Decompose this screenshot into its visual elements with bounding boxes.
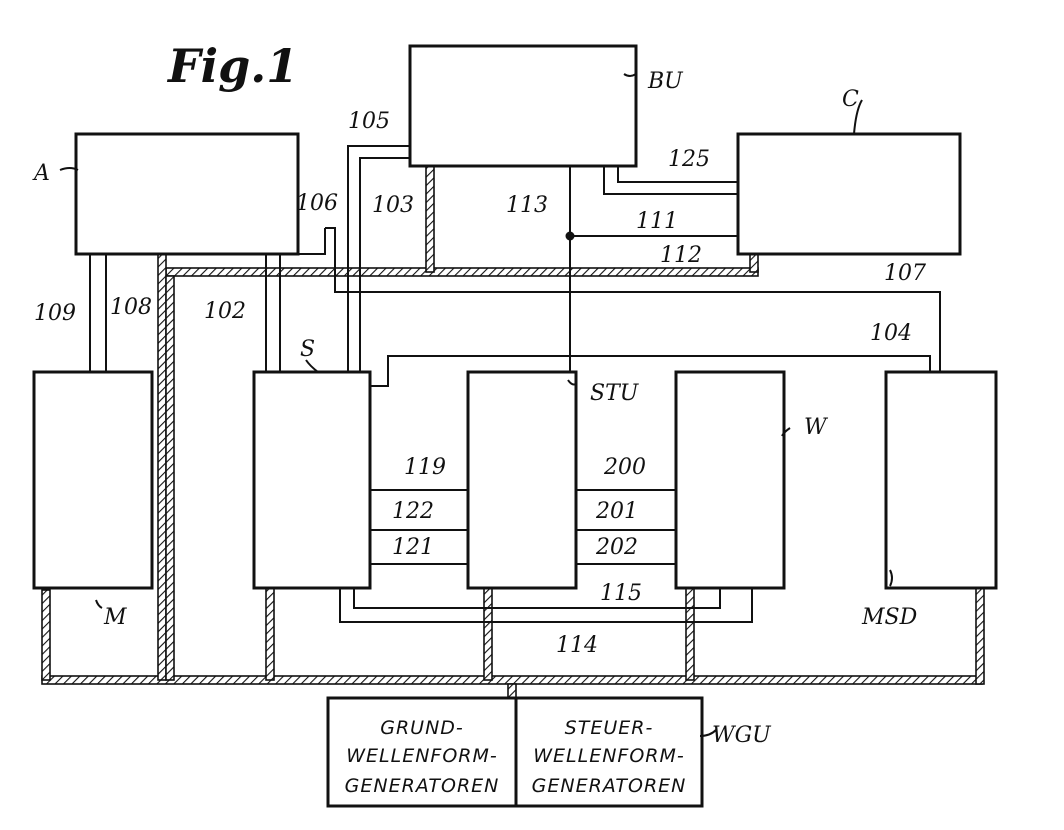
bus-w-drop — [685, 587, 695, 681]
block-c — [736, 132, 962, 256]
leader-ticks — [59, 73, 893, 737]
label-bu: BU — [647, 69, 684, 94]
label-m: M — [103, 605, 127, 630]
block-msd — [884, 370, 998, 590]
ref-112: 112 — [660, 243, 702, 268]
block-w — [674, 370, 786, 590]
ref-103: 103 — [372, 193, 414, 218]
label-s: S — [300, 337, 315, 362]
ref-115: 115 — [600, 581, 642, 606]
bus-c-drop — [749, 253, 759, 273]
wgu-right-line-2: WELLENFORM- — [533, 745, 685, 767]
ref-201: 201 — [595, 499, 638, 524]
bus-m-drop — [41, 589, 51, 681]
label-c: C — [842, 87, 859, 112]
ref-107: 107 — [884, 261, 926, 286]
blocks — [32, 44, 998, 808]
wgu-left-line-1: GRUND- — [380, 717, 464, 739]
block-wgu-right — [514, 696, 704, 808]
wgu-right-line-3: GENERATOREN — [532, 775, 687, 797]
bus-bu-drop — [425, 165, 435, 273]
label-w: W — [804, 415, 829, 440]
ref-105: 105 — [348, 109, 390, 134]
label-stu: STU — [590, 381, 640, 406]
bus-stu-drop — [483, 587, 493, 681]
ref-108: 108 — [110, 295, 152, 320]
label-wgu: WGU — [712, 723, 772, 748]
ref-106: 106 — [296, 191, 338, 216]
figure-title: Fig.1 — [166, 39, 298, 93]
ref-113: 113 — [506, 193, 548, 218]
ref-202: 202 — [595, 535, 638, 560]
wgu-left-line-2: WELLENFORM- — [346, 745, 498, 767]
bus-left-drop — [165, 275, 175, 681]
ref-122: 122 — [392, 499, 434, 524]
ref-200: 200 — [603, 455, 646, 480]
ref-114: 114 — [556, 633, 598, 658]
upper-bus — [165, 267, 759, 277]
ref-109: 109 — [34, 301, 76, 326]
reference-numerals: 105 103 106 113 125 111 112 107 104 109 … — [34, 109, 926, 658]
block-a — [74, 132, 300, 256]
bus-msd-drop — [975, 587, 985, 685]
block-m — [32, 370, 154, 590]
bus-a-drop — [157, 253, 167, 681]
ref-104: 104 — [870, 321, 912, 346]
label-a: A — [32, 161, 50, 186]
wgu-right-line-1: STEUER- — [565, 717, 654, 739]
block-bu — [408, 44, 638, 168]
ref-125: 125 — [668, 147, 710, 172]
block-wgu-left — [326, 696, 518, 808]
bus-s-drop — [265, 587, 275, 681]
ref-121: 121 — [392, 535, 434, 560]
signal-lines — [89, 145, 941, 623]
wgu-left-line-3: GENERATOREN — [345, 775, 500, 797]
ref-119: 119 — [404, 455, 446, 480]
block-labels: A BU C M S STU W MSD WGU — [32, 69, 918, 748]
ref-102: 102 — [204, 299, 246, 324]
label-msd: MSD — [861, 605, 918, 630]
bottom-bus — [41, 675, 983, 685]
block-stu — [466, 370, 578, 590]
ref-111: 111 — [636, 209, 678, 234]
bus-wgu-drop — [507, 683, 517, 699]
wgu-text: GRUND- WELLENFORM- GENERATOREN STEUER- W… — [345, 717, 687, 797]
block-s — [252, 370, 372, 590]
